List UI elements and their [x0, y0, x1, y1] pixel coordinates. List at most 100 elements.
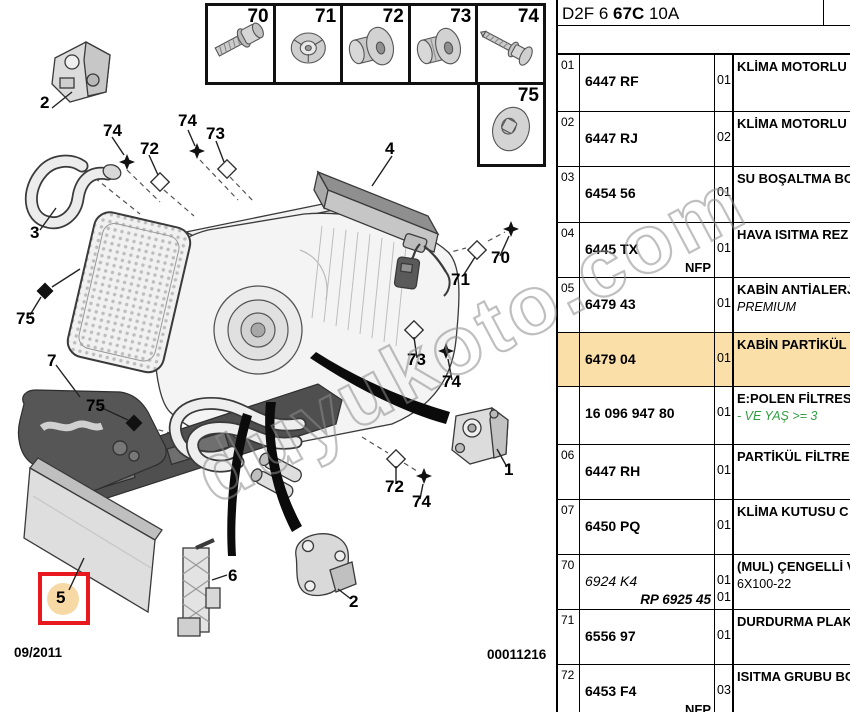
actuator-motor-top [51, 40, 111, 103]
callout-1: 1 [504, 460, 514, 479]
description: (MUL) ÇENGELLİ V [737, 559, 850, 574]
callout-73a: 73 [206, 124, 225, 143]
row-number: 06 [558, 445, 580, 499]
callout-74b: 74 [178, 111, 197, 130]
row-number: 04 [558, 223, 580, 277]
description: KLİMA MOTORLU [737, 116, 847, 131]
callout-74a: 74 [103, 121, 122, 140]
actuator-bottom [295, 533, 357, 597]
part-number-cell: 6450 PQ [580, 500, 715, 554]
qty-cell: 01 [715, 278, 734, 332]
qty-cell: 01 [715, 610, 734, 664]
row-number: 01 [558, 55, 580, 111]
row-number: 03 [558, 167, 580, 222]
part-number-cell: 6479 43 [580, 278, 715, 332]
callout-72b: 72 [385, 477, 404, 496]
qty-cell: 01 [715, 500, 734, 554]
filter-frame [177, 538, 221, 637]
washer-screw-icon [492, 106, 530, 152]
part-number: 6479 04 [585, 351, 636, 367]
description-cell: ISITMA GRUBU BO [734, 665, 850, 712]
fastener-label: 72 [382, 6, 404, 27]
qty-cell: 01 [715, 387, 734, 444]
qty-value: 02 [717, 130, 731, 144]
clip-position-markers [149, 158, 488, 470]
row-number: 05 [558, 278, 580, 332]
row-number: 71 [558, 610, 580, 664]
description-cell: KLİMA MOTORLU [734, 55, 850, 111]
description: KLİMA KUTUSU C [737, 504, 849, 519]
fastener-cell-74: 74 [475, 6, 543, 82]
part-number-cell: 6479 04 [580, 333, 715, 386]
description-cell: KABİN PARTİKÜL [734, 333, 850, 386]
fastener-cell-71: 71 [272, 6, 341, 82]
fastener-label: 74 [517, 6, 539, 27]
part-note: NFP [685, 702, 711, 712]
fastener-cell-70: 70 [208, 6, 273, 82]
description: HAVA ISITMA REZ [737, 227, 849, 242]
retainer-clip-icon [290, 32, 326, 64]
hvac-housing [151, 212, 460, 446]
qty-cell: 01 [715, 333, 734, 386]
description: KABİN PARTİKÜL [737, 337, 847, 352]
screw-icon [480, 30, 534, 66]
fastener-cell-75: 75 [477, 82, 546, 167]
part-note: RP 6925 45 [640, 592, 711, 607]
part-number: 6445 TX [585, 241, 638, 257]
description: SU BOŞALTMA BO [737, 171, 850, 186]
row-number: 02 [558, 112, 580, 166]
callout-74c: 74 [442, 372, 461, 391]
description-cell: (MUL) ÇENGELLİ V 6X100-22 [734, 555, 850, 609]
qty-value: 01 [717, 573, 731, 587]
description: E:POLEN FİLTRES [737, 391, 850, 406]
description: DURDURMA PLAK [737, 614, 850, 629]
part-number-cell: 6556 97 [580, 610, 715, 664]
fastener-label: 71 [315, 6, 337, 27]
bracket-plate [17, 389, 167, 493]
part-number-cell: 16 096 947 80 [580, 387, 715, 444]
row-number: 07 [558, 500, 580, 554]
sheet-number: 00011216 [487, 647, 547, 662]
part-number-cell: 6454 56 [580, 167, 715, 222]
grommet-ribbed-icon [416, 27, 461, 65]
description-note: 6X100-22 [737, 577, 792, 591]
callout-74d: 74 [412, 492, 431, 511]
callout-5-selected[interactable]: 5 [56, 588, 66, 607]
part-number: 6479 43 [585, 296, 636, 312]
part-number: 6454 56 [585, 185, 636, 201]
qty-value: 01 [717, 463, 731, 477]
fastener-cell-72: 72 [340, 6, 408, 82]
cabin-filter [23, 457, 163, 614]
grommet-icon [349, 26, 395, 66]
table-header: D2F 6 67C 10A [558, 0, 850, 26]
callout-4: 4 [385, 139, 395, 158]
actuator-right [451, 406, 509, 465]
fastener-label: 73 [450, 6, 472, 27]
fastener-cell-73: 73 [407, 6, 476, 82]
part-number-cell: 6447 RF [580, 55, 715, 111]
description-note: PREMIUM [737, 300, 797, 314]
heater-pipes [168, 396, 307, 499]
exploded-diagram [17, 40, 519, 637]
qty-value: 01 [717, 518, 731, 532]
header-spacer [558, 26, 850, 55]
callout-2: 2 [40, 93, 50, 112]
